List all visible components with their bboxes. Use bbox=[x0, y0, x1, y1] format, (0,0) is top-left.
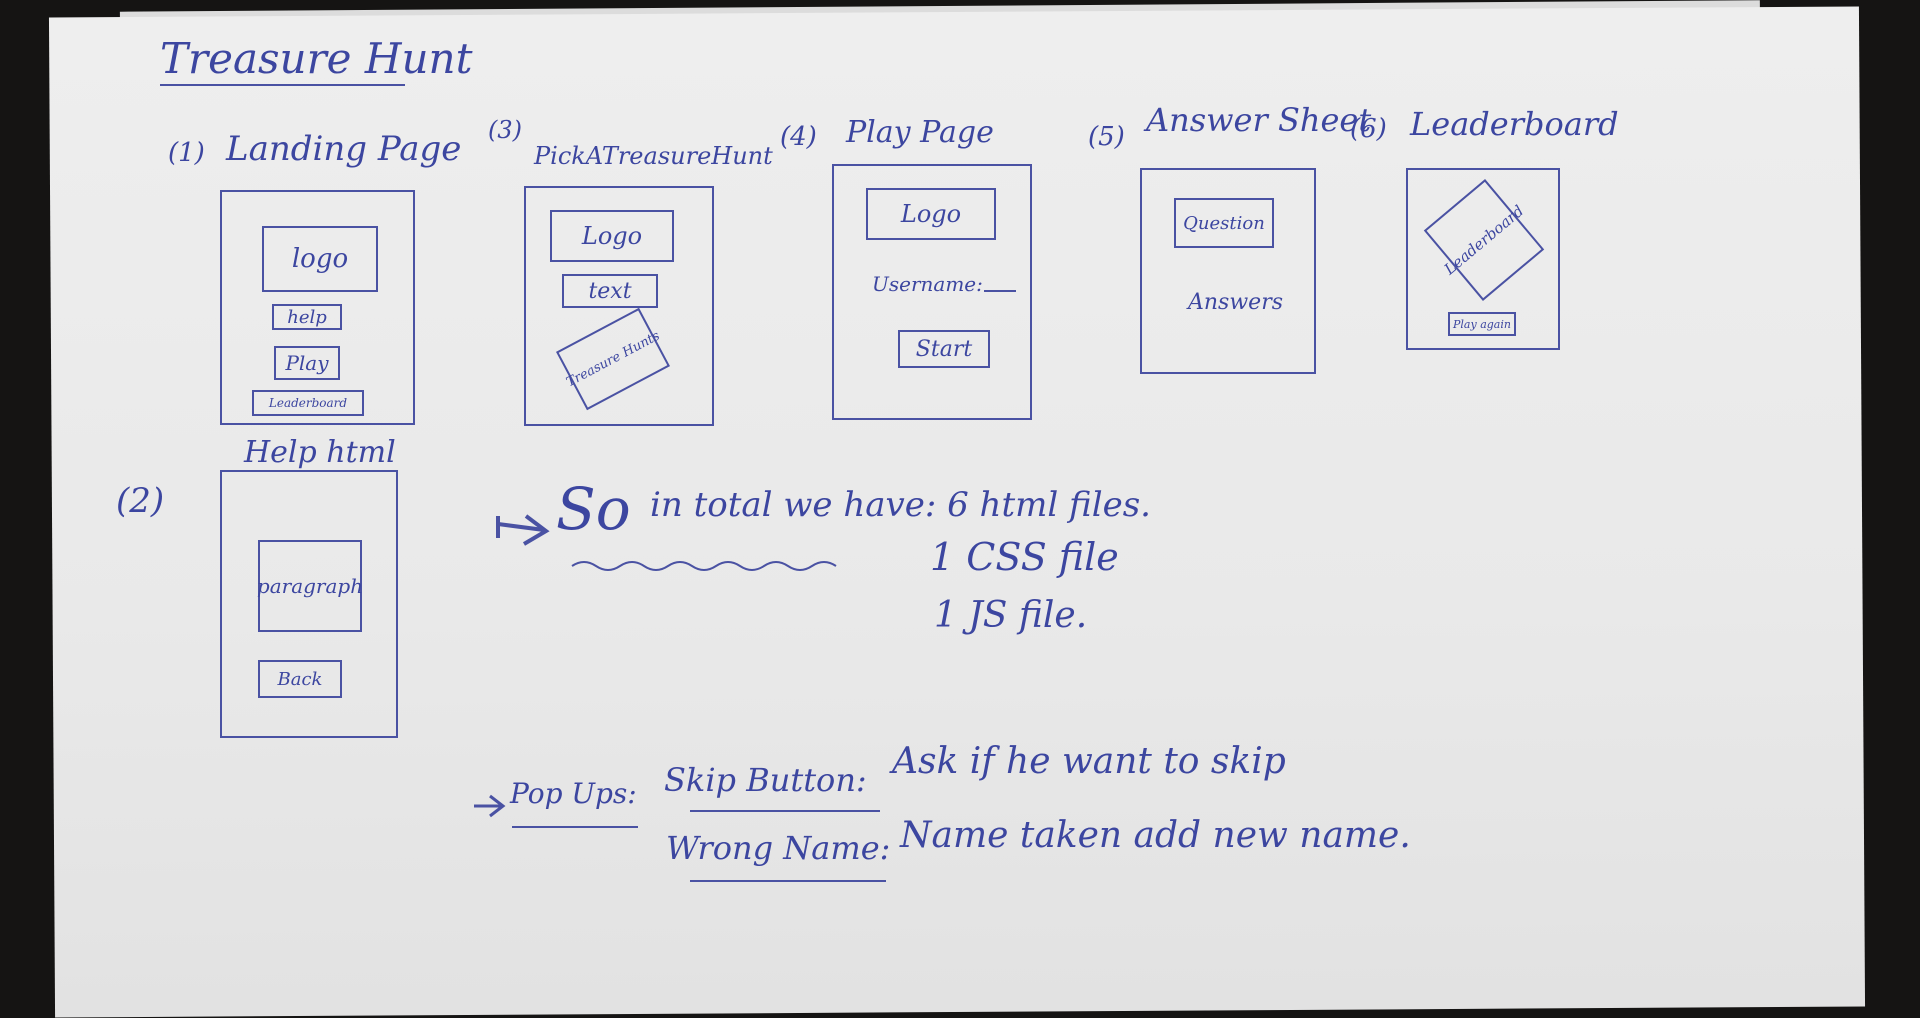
landing-page-frame bbox=[220, 190, 415, 425]
page-title: Treasure Hunt bbox=[160, 34, 473, 83]
popup-wrong-name: Wrong Name: bbox=[666, 829, 891, 867]
landing-leaderboard-button: Leaderboard bbox=[252, 390, 364, 416]
summary-line-2: 1 CSS file bbox=[930, 535, 1119, 579]
play-logo: Logo bbox=[866, 188, 996, 240]
answer-question-box: Question bbox=[1174, 198, 1274, 248]
popups-arrow-icon bbox=[474, 794, 506, 818]
page-4-name: Play Page bbox=[846, 115, 994, 150]
summary-wavy-underline bbox=[571, 561, 837, 571]
page-1-number: (1) bbox=[168, 138, 205, 168]
summary-line-1: in total we have: 6 html files. bbox=[650, 485, 1151, 525]
popup-skip-name: Skip Button: bbox=[664, 761, 867, 799]
summary-arrow-icon bbox=[496, 514, 550, 546]
popup-wrong-desc: Name taken add new name. bbox=[900, 815, 1411, 856]
pick-page-frame bbox=[524, 186, 714, 426]
answer-answers-text: Answers bbox=[1188, 290, 1284, 315]
summary-intro: So bbox=[556, 475, 631, 543]
help-back-button: Back bbox=[258, 660, 342, 698]
summary-line-3: 1 JS file. bbox=[934, 595, 1088, 636]
page-2-name: Help html bbox=[244, 435, 396, 470]
leaderboard-page-frame bbox=[1406, 168, 1560, 350]
page-3-number: (3) bbox=[488, 116, 522, 144]
page-6-number: (6) bbox=[1350, 114, 1387, 144]
help-paragraph-box: paragraph bbox=[257, 540, 363, 632]
leaderboard-play-again-button: Play again bbox=[1448, 312, 1516, 336]
popups-label: Pop Ups: bbox=[510, 777, 637, 810]
page-1-name: Landing Page bbox=[226, 129, 462, 169]
play-page-frame bbox=[832, 164, 1032, 420]
title-underline bbox=[160, 84, 405, 86]
landing-play-button: Play bbox=[274, 346, 340, 380]
pick-logo: Logo bbox=[550, 210, 674, 262]
popup-skip-underline bbox=[690, 810, 880, 812]
page-6-name: Leaderboard bbox=[1410, 105, 1619, 143]
popup-wrong-underline bbox=[690, 880, 886, 882]
landing-logo: logo bbox=[262, 226, 378, 292]
popups-label-underline bbox=[512, 826, 638, 828]
answer-page-frame bbox=[1140, 168, 1316, 374]
landing-help-button: help bbox=[272, 304, 342, 330]
play-start-button: Start bbox=[898, 330, 990, 368]
page-5-name: Answer Sheet bbox=[1146, 101, 1372, 139]
help-page-frame bbox=[220, 470, 398, 738]
play-username-line bbox=[984, 290, 1016, 292]
popup-skip-desc: Ask if he want to skip bbox=[892, 741, 1286, 782]
page-4-number: (4) bbox=[780, 122, 817, 152]
page-2-number: (2) bbox=[116, 481, 165, 521]
page-5-number: (5) bbox=[1088, 122, 1125, 152]
play-username-label: Username: bbox=[872, 272, 983, 296]
page-3-name: PickATreasureHunt bbox=[534, 142, 773, 170]
pick-text: text bbox=[562, 274, 658, 308]
